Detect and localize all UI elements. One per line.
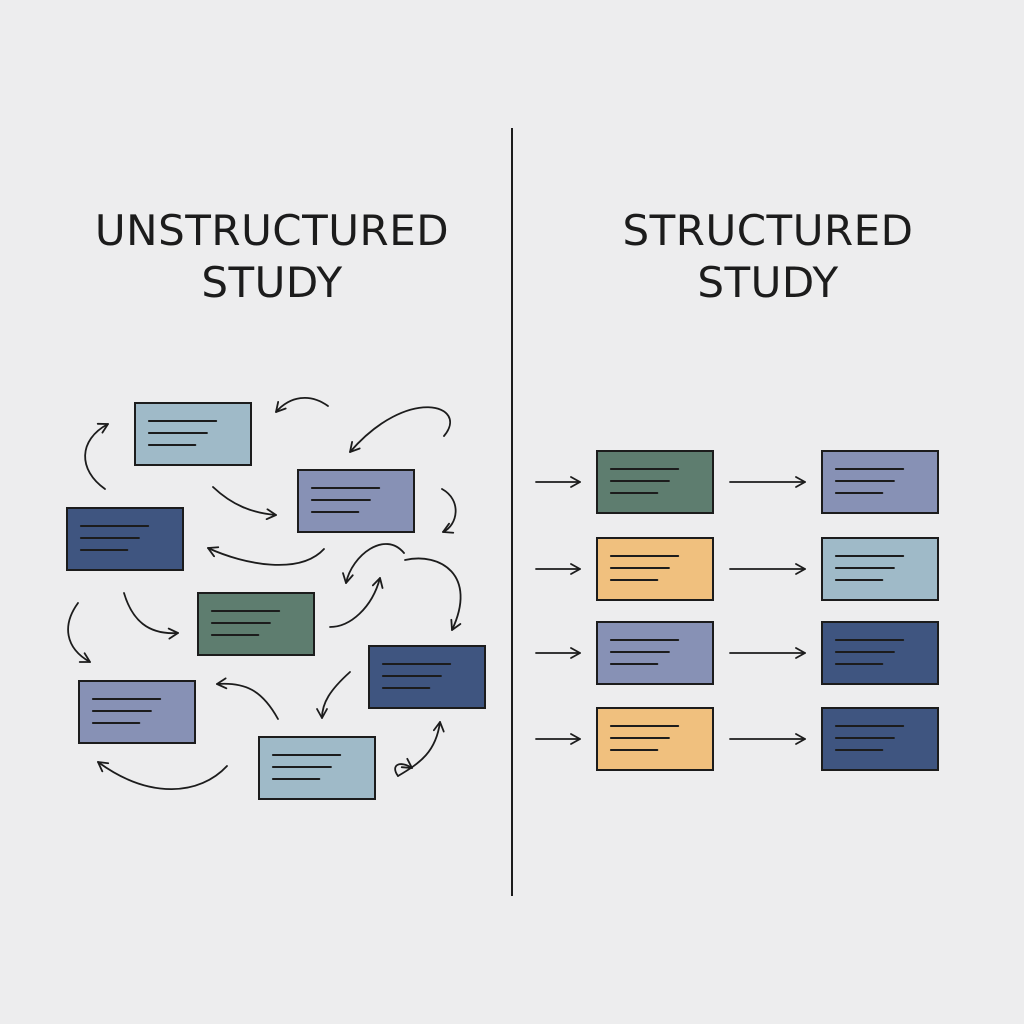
structured-card-first <box>596 707 714 771</box>
curved-arrow <box>441 488 457 534</box>
unstructured-card <box>78 680 196 744</box>
curved-arrow <box>207 546 325 566</box>
unstructured-card <box>368 645 486 709</box>
curved-arrow <box>216 677 279 720</box>
curved-arrow <box>349 406 451 453</box>
curved-arrow <box>275 397 329 413</box>
curved-arrow <box>342 543 405 584</box>
unstructured-study-title: UNSTRUCTURED STUDY <box>52 205 492 309</box>
curved-arrow <box>123 592 179 640</box>
unstructured-cards <box>66 402 486 800</box>
unstructured-title-line2: STUDY <box>201 258 343 307</box>
structured-title-line2: STUDY <box>697 258 839 307</box>
unstructured-card <box>134 402 252 466</box>
unstructured-arrows <box>67 397 462 790</box>
structured-card-first <box>596 621 714 685</box>
structured-study-title: STRUCTURED STUDY <box>548 205 988 309</box>
curved-arrow <box>84 422 109 490</box>
curved-arrow <box>397 721 445 777</box>
structured-card-second <box>821 621 939 685</box>
unstructured-title-line1: UNSTRUCTURED <box>94 206 450 255</box>
structured-card-first <box>596 450 714 514</box>
curved-arrow <box>316 671 351 719</box>
structured-flow <box>535 450 939 771</box>
unstructured-card <box>297 469 415 533</box>
unstructured-card <box>66 507 184 571</box>
curved-arrow <box>67 602 91 663</box>
structured-title-line1: STRUCTURED <box>622 206 914 255</box>
unstructured-card <box>258 736 376 800</box>
curved-arrow <box>212 486 277 521</box>
structured-card-second <box>821 450 939 514</box>
unstructured-card <box>197 592 315 656</box>
curved-arrow <box>394 757 413 777</box>
structured-row <box>535 621 939 685</box>
structured-card-second <box>821 537 939 601</box>
curved-arrow <box>329 577 384 628</box>
structured-row <box>535 537 939 601</box>
structured-row <box>535 707 939 771</box>
structured-card-first <box>596 537 714 601</box>
curved-arrow <box>97 761 228 790</box>
structured-row <box>535 450 939 514</box>
curved-arrow <box>404 557 462 631</box>
structured-card-second <box>821 707 939 771</box>
